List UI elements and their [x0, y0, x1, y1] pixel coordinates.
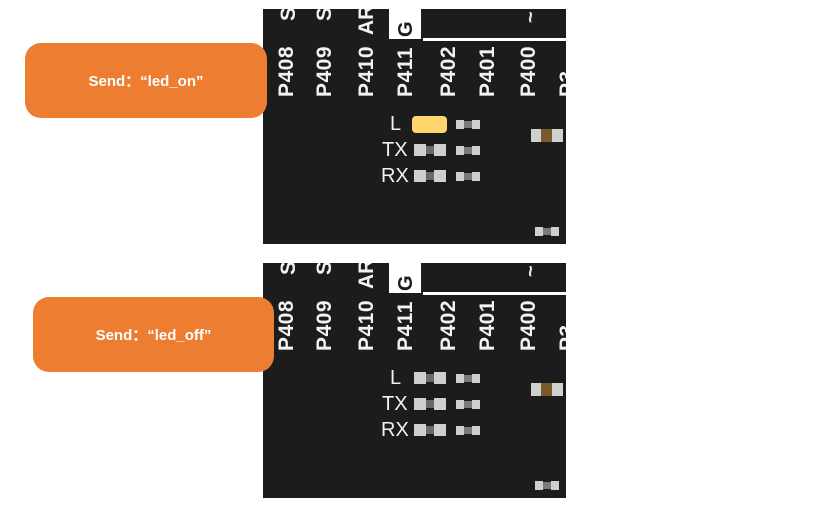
board-panel-led-off: S S AR G ~ P408 P409 P410 P411 P402 P401… — [263, 263, 566, 498]
pin-label: P400 — [517, 299, 540, 351]
pin-label: P409 — [313, 45, 336, 97]
board-top-label: AR — [355, 9, 378, 35]
led-l-lit — [412, 116, 447, 133]
board-top-label: S — [313, 263, 336, 275]
callout-text: Send：“led_on” — [88, 73, 204, 90]
board-top-label: AR — [355, 263, 378, 289]
silkscreen-line — [423, 38, 566, 41]
pin-label: P411 — [394, 47, 417, 97]
pin-label-partial: P3 — [556, 70, 566, 97]
board-top-label: S — [277, 263, 300, 275]
resistor-pad — [456, 400, 480, 409]
silkscreen-line — [423, 292, 566, 295]
pin-label-partial: P3 — [556, 324, 566, 351]
led-label-rx: RX — [381, 419, 409, 441]
pin-label: P410 — [355, 299, 378, 351]
resistor-pad — [456, 120, 480, 129]
board-panel-led-on: S S AR G ~ P408 P409 P410 P411 P402 P401… — [263, 9, 566, 244]
pin-label: P408 — [275, 45, 298, 97]
g-label: G — [395, 275, 417, 291]
pin-label: P411 — [394, 301, 417, 351]
led-label-l: L — [390, 367, 402, 389]
resistor-pad — [456, 374, 480, 383]
g-label: G — [395, 21, 417, 37]
led-l-pad-off — [414, 372, 446, 384]
led-label-tx: TX — [382, 139, 408, 161]
pin-label: P409 — [313, 299, 336, 351]
brown-component — [531, 383, 563, 396]
led-rx-pad — [414, 424, 446, 436]
resistor-pad — [535, 481, 559, 490]
callout-send-led-on: Send：“led_on” — [25, 43, 267, 118]
led-rx-pad — [414, 170, 446, 182]
led-tx-pad — [414, 144, 446, 156]
resistor-pad — [456, 172, 480, 181]
callout-text: Send：“led_off” — [95, 327, 212, 344]
tilde-label: ~ — [520, 265, 542, 277]
led-label-rx: RX — [381, 165, 409, 187]
resistor-pad — [456, 426, 480, 435]
pin-label: P401 — [476, 299, 499, 351]
pin-label: P402 — [437, 299, 460, 351]
pin-label: P402 — [437, 45, 460, 97]
pin-label: P408 — [275, 299, 298, 351]
g-box: G — [389, 263, 421, 293]
pin-label: P400 — [517, 45, 540, 97]
led-tx-pad — [414, 398, 446, 410]
callout-send-led-off: Send：“led_off” — [33, 297, 274, 372]
led-label-l: L — [390, 113, 402, 135]
board-top-label: S — [313, 9, 336, 21]
tilde-label: ~ — [520, 11, 542, 23]
g-box: G — [389, 9, 421, 39]
brown-component — [531, 129, 563, 142]
led-label-tx: TX — [382, 393, 408, 415]
board-top-label: S — [277, 9, 300, 21]
resistor-pad — [535, 227, 559, 236]
pin-label: P401 — [476, 45, 499, 97]
resistor-pad — [456, 146, 480, 155]
pin-label: P410 — [355, 45, 378, 97]
